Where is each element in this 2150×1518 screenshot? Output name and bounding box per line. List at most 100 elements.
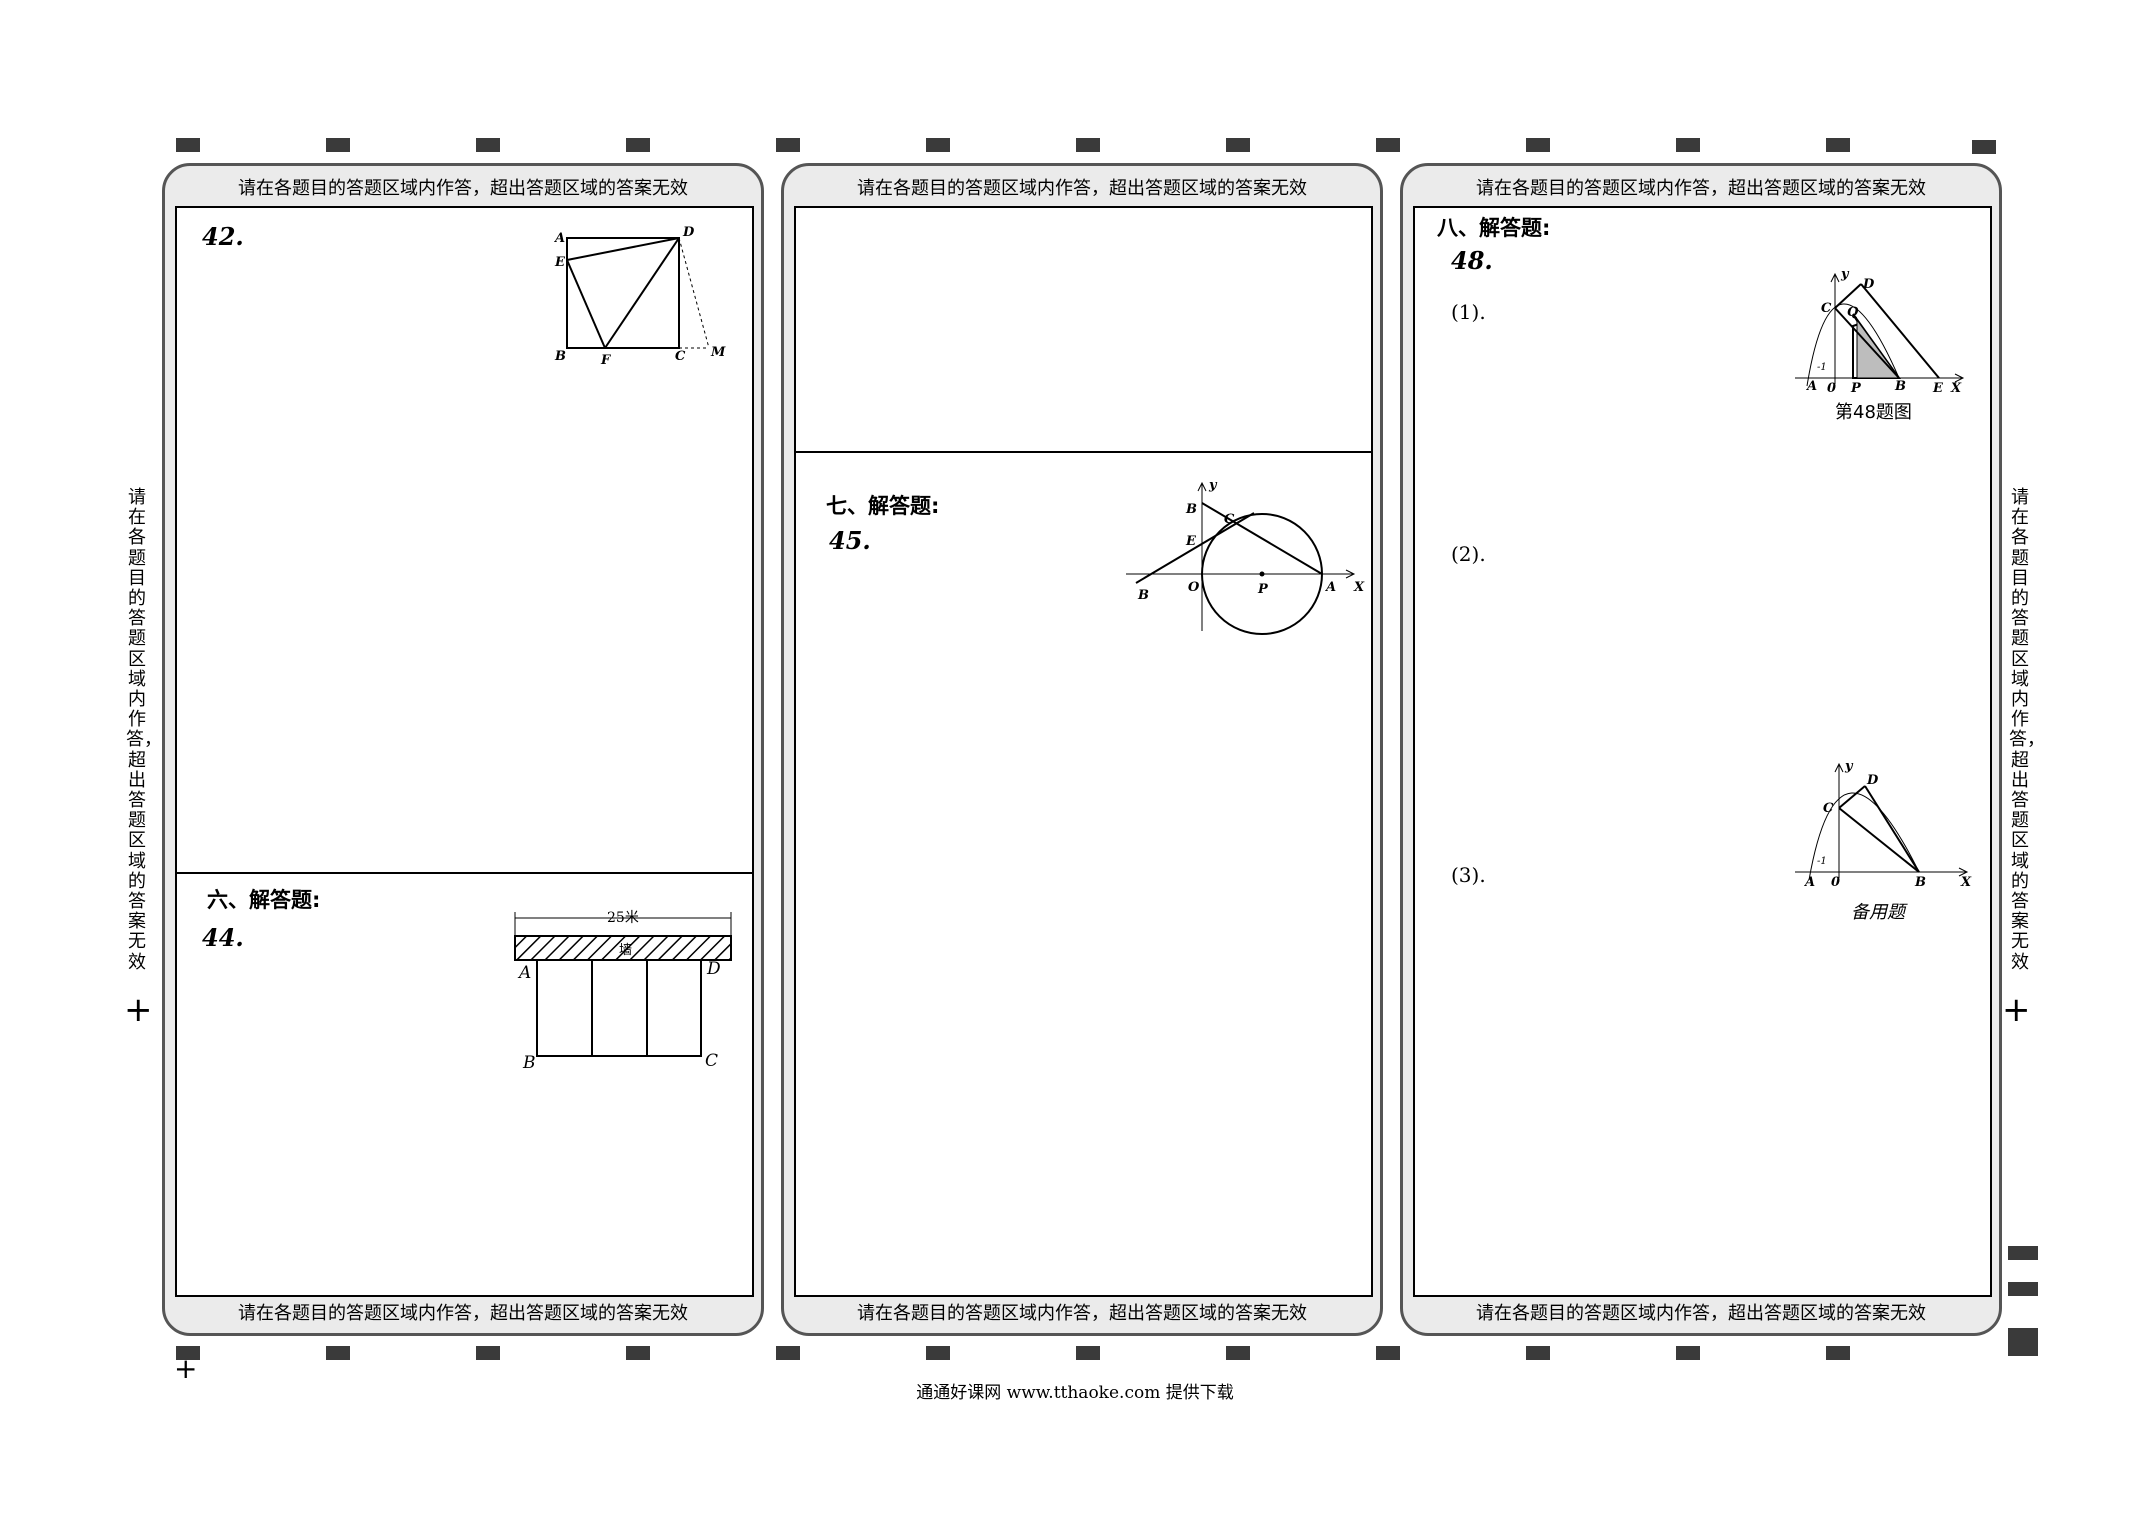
- divider: [177, 872, 752, 874]
- figure-48-spare-parabola: y D C -1 A 0 B X 备用题: [1795, 759, 1972, 923]
- fig45-label: O: [1188, 580, 1200, 595]
- timing-mark: [1526, 1346, 1550, 1360]
- section-6-title: 六、解答题:: [207, 888, 321, 912]
- fig48-label: D: [1862, 277, 1875, 292]
- spare-label: 0: [1831, 875, 1840, 890]
- timing-mark: [1226, 1346, 1250, 1360]
- spare-label: C: [1823, 801, 1834, 816]
- warning-top: 请在各题目的答题区域内作答，超出答题区域的答案无效: [238, 178, 688, 199]
- timing-mark: [776, 1346, 800, 1360]
- side-text-right: 请在各题目的答题区域内作答，超出答题区域的答案无效: [2009, 487, 2045, 973]
- answer-panel-3: 请在各题目的答题区域内作答，超出答题区域的答案无效 八、解答题: 48. (1)…: [1400, 163, 2002, 1336]
- fig44-label: B: [522, 1053, 536, 1073]
- fig45-label: B: [1137, 588, 1149, 603]
- timing-mark: [476, 138, 500, 152]
- timing-mark: [626, 1346, 650, 1360]
- timing-mark: [326, 1346, 350, 1360]
- timing-mark: [176, 1346, 200, 1360]
- answer-area-1[interactable]: 42. A D E B F C M 六、解答题: 44.: [175, 206, 754, 1297]
- timing-mark: [2008, 1328, 2038, 1356]
- question-45-number: 45.: [829, 526, 871, 555]
- timing-mark: [626, 138, 650, 152]
- figure-42-square: A D E B F C M: [553, 225, 726, 368]
- crosshair-right: +: [2002, 990, 2031, 1030]
- timing-mark: [1076, 1346, 1100, 1360]
- crosshair-bottom: +: [174, 1352, 198, 1385]
- divider: [796, 451, 1371, 453]
- fig48-label: E: [1932, 381, 1944, 396]
- fig42-label: M: [710, 345, 726, 360]
- warning-bottom: 请在各题目的答题区域内作答，超出答题区域的答案无效: [857, 1303, 1307, 1324]
- timing-mark: [2008, 1282, 2038, 1296]
- answer-panel-1: 请在各题目的答题区域内作答，超出答题区域的答案无效 42. A D E B F …: [162, 163, 764, 1336]
- fig44-dimension: 25米: [607, 910, 639, 926]
- fig48-label: X: [1950, 381, 1962, 396]
- fig48-label: Q: [1847, 305, 1859, 320]
- spare-label: -1: [1817, 856, 1827, 867]
- spare-label: y: [1844, 759, 1854, 774]
- timing-mark: [326, 138, 350, 152]
- warning-bottom: 请在各题目的答题区域内作答，超出答题区域的答案无效: [238, 1303, 688, 1324]
- timing-mark: [1676, 138, 1700, 152]
- fig48-caption: 第48题图: [1835, 402, 1912, 423]
- fig45-label: X: [1353, 580, 1365, 595]
- fig44-label: C: [705, 1051, 718, 1071]
- question-48-number: 48.: [1451, 246, 1493, 275]
- part-2-label: (2).: [1451, 542, 1486, 566]
- answer-panel-2: 请在各题目的答题区域内作答，超出答题区域的答案无效 七、解答题: 45. B y…: [781, 163, 1383, 1336]
- timing-mark: [1376, 1346, 1400, 1360]
- timing-mark: [776, 138, 800, 152]
- side-text-left: 请在各题目的答题区域内作答，超出答题区域的答案无效: [126, 487, 162, 973]
- timing-mark: [1076, 138, 1100, 152]
- part-3-label: (3).: [1451, 863, 1486, 887]
- fig45-label: A: [1324, 580, 1336, 595]
- fig44-label: A: [517, 963, 531, 983]
- timing-mark: [2008, 1246, 2038, 1260]
- spare-label: A: [1803, 875, 1815, 890]
- timing-mark: [1376, 138, 1400, 152]
- fig45-label: P: [1257, 582, 1269, 597]
- fig48-label: B: [1894, 379, 1906, 394]
- fig45-label: C: [1224, 512, 1235, 527]
- fig48-label: P: [1850, 381, 1862, 396]
- fig48-label: A: [1805, 379, 1817, 394]
- fig42-label: B: [554, 349, 566, 364]
- fig45-label: E: [1185, 534, 1197, 549]
- fig44-wall: 墙: [619, 943, 632, 958]
- timing-mark: [1676, 1346, 1700, 1360]
- fig48-label: 0: [1827, 381, 1836, 396]
- warning-bottom: 请在各题目的答题区域内作答，超出答题区域的答案无效: [1476, 1303, 1926, 1324]
- warning-top: 请在各题目的答题区域内作答，超出答题区域的答案无效: [1476, 178, 1926, 199]
- fig48-label: y: [1840, 267, 1850, 282]
- timing-mark: [1972, 140, 1996, 154]
- spare-label: D: [1866, 773, 1879, 788]
- timing-mark: [1826, 1346, 1850, 1360]
- fig42-label: A: [553, 231, 565, 246]
- section-8-title: 八、解答题:: [1437, 216, 1551, 240]
- section-7-title: 七、解答题:: [826, 494, 940, 518]
- fig48-label: C: [1821, 301, 1832, 316]
- fig45-label: y: [1208, 478, 1218, 493]
- question-42-number: 42.: [202, 222, 244, 251]
- timing-mark: [926, 1346, 950, 1360]
- fig42-label: E: [554, 255, 566, 270]
- timing-mark: [176, 138, 200, 152]
- answer-area-3[interactable]: 八、解答题: 48. (1). (2). (3). y D C Q -1 A 0…: [1413, 206, 1992, 1297]
- timing-mark: [476, 1346, 500, 1360]
- fig44-label: D: [706, 959, 721, 979]
- figure-45-circle: B y C E B O P A X: [1126, 478, 1365, 635]
- timing-mark: [926, 138, 950, 152]
- fig45-label: B: [1185, 502, 1197, 517]
- figure-44-fence: 25米 墙 A D B C: [514, 910, 732, 1073]
- figure-48-parabola: y D C Q -1 A 0 P B E X 第48题图: [1795, 267, 1965, 423]
- crosshair-left: +: [124, 990, 153, 1030]
- part-1-label: (1).: [1451, 300, 1486, 324]
- footer-credit: 通通好课网 www.tthaoke.com 提供下载: [916, 1383, 1234, 1403]
- fig48-label: -1: [1817, 362, 1827, 373]
- timing-mark: [1826, 138, 1850, 152]
- warning-top: 请在各题目的答题区域内作答，超出答题区域的答案无效: [857, 178, 1307, 199]
- spare-label: X: [1960, 875, 1972, 890]
- answer-area-2[interactable]: 七、解答题: 45. B y C E B O P A X: [794, 206, 1373, 1297]
- spare-caption: 备用题: [1851, 902, 1908, 923]
- fig42-label: D: [682, 225, 695, 240]
